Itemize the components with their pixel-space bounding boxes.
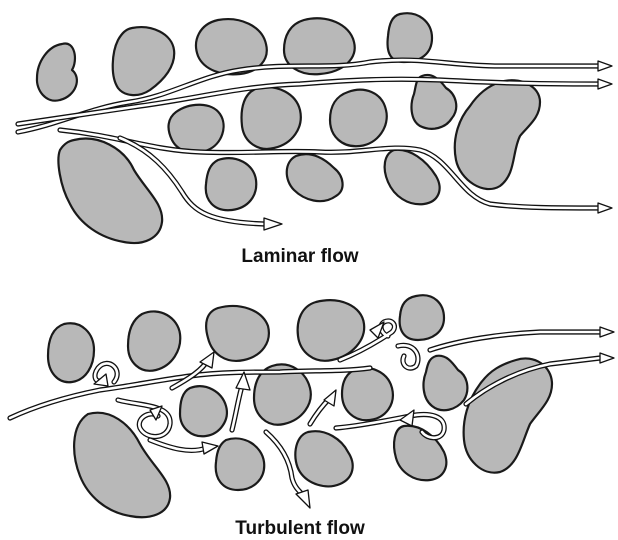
arrowhead bbox=[400, 410, 414, 426]
laminar-caption: Laminar flow bbox=[241, 246, 358, 267]
grain bbox=[48, 323, 94, 382]
grain bbox=[394, 426, 446, 480]
turbulent-grains bbox=[48, 295, 552, 517]
arrowhead bbox=[600, 327, 614, 337]
turbulent-flow-panel: Turbulent flow bbox=[10, 295, 614, 539]
grain bbox=[180, 386, 227, 436]
arrowhead bbox=[598, 79, 612, 89]
grain bbox=[206, 306, 269, 361]
flow-line bbox=[232, 372, 250, 430]
grain bbox=[342, 368, 393, 420]
arrowhead bbox=[202, 442, 218, 454]
grain bbox=[169, 105, 224, 153]
grain bbox=[295, 431, 352, 486]
grain bbox=[385, 150, 440, 204]
laminar-grains bbox=[37, 13, 540, 243]
arrowhead bbox=[598, 203, 612, 213]
arrowhead bbox=[600, 353, 614, 363]
laminar-flow-panel: Laminar flow bbox=[18, 13, 612, 267]
flow-line bbox=[310, 390, 336, 424]
grain bbox=[455, 80, 540, 189]
arrowhead bbox=[598, 61, 612, 71]
grain bbox=[128, 311, 180, 370]
flow-line bbox=[430, 327, 614, 350]
grain bbox=[206, 158, 257, 210]
grain bbox=[424, 356, 468, 411]
grain bbox=[37, 43, 77, 100]
grain bbox=[242, 87, 301, 149]
arrowhead bbox=[296, 490, 310, 508]
grain bbox=[400, 295, 444, 340]
grain bbox=[74, 413, 170, 517]
flow-line bbox=[150, 440, 218, 454]
grain bbox=[113, 27, 174, 95]
grain bbox=[388, 13, 432, 62]
grain bbox=[330, 90, 387, 146]
arrowhead bbox=[264, 218, 282, 230]
flow-line bbox=[172, 352, 214, 388]
eddy bbox=[94, 363, 117, 386]
turbulent-caption: Turbulent flow bbox=[235, 518, 365, 539]
grain bbox=[287, 154, 343, 201]
eddy bbox=[398, 345, 418, 368]
grain bbox=[216, 438, 265, 490]
